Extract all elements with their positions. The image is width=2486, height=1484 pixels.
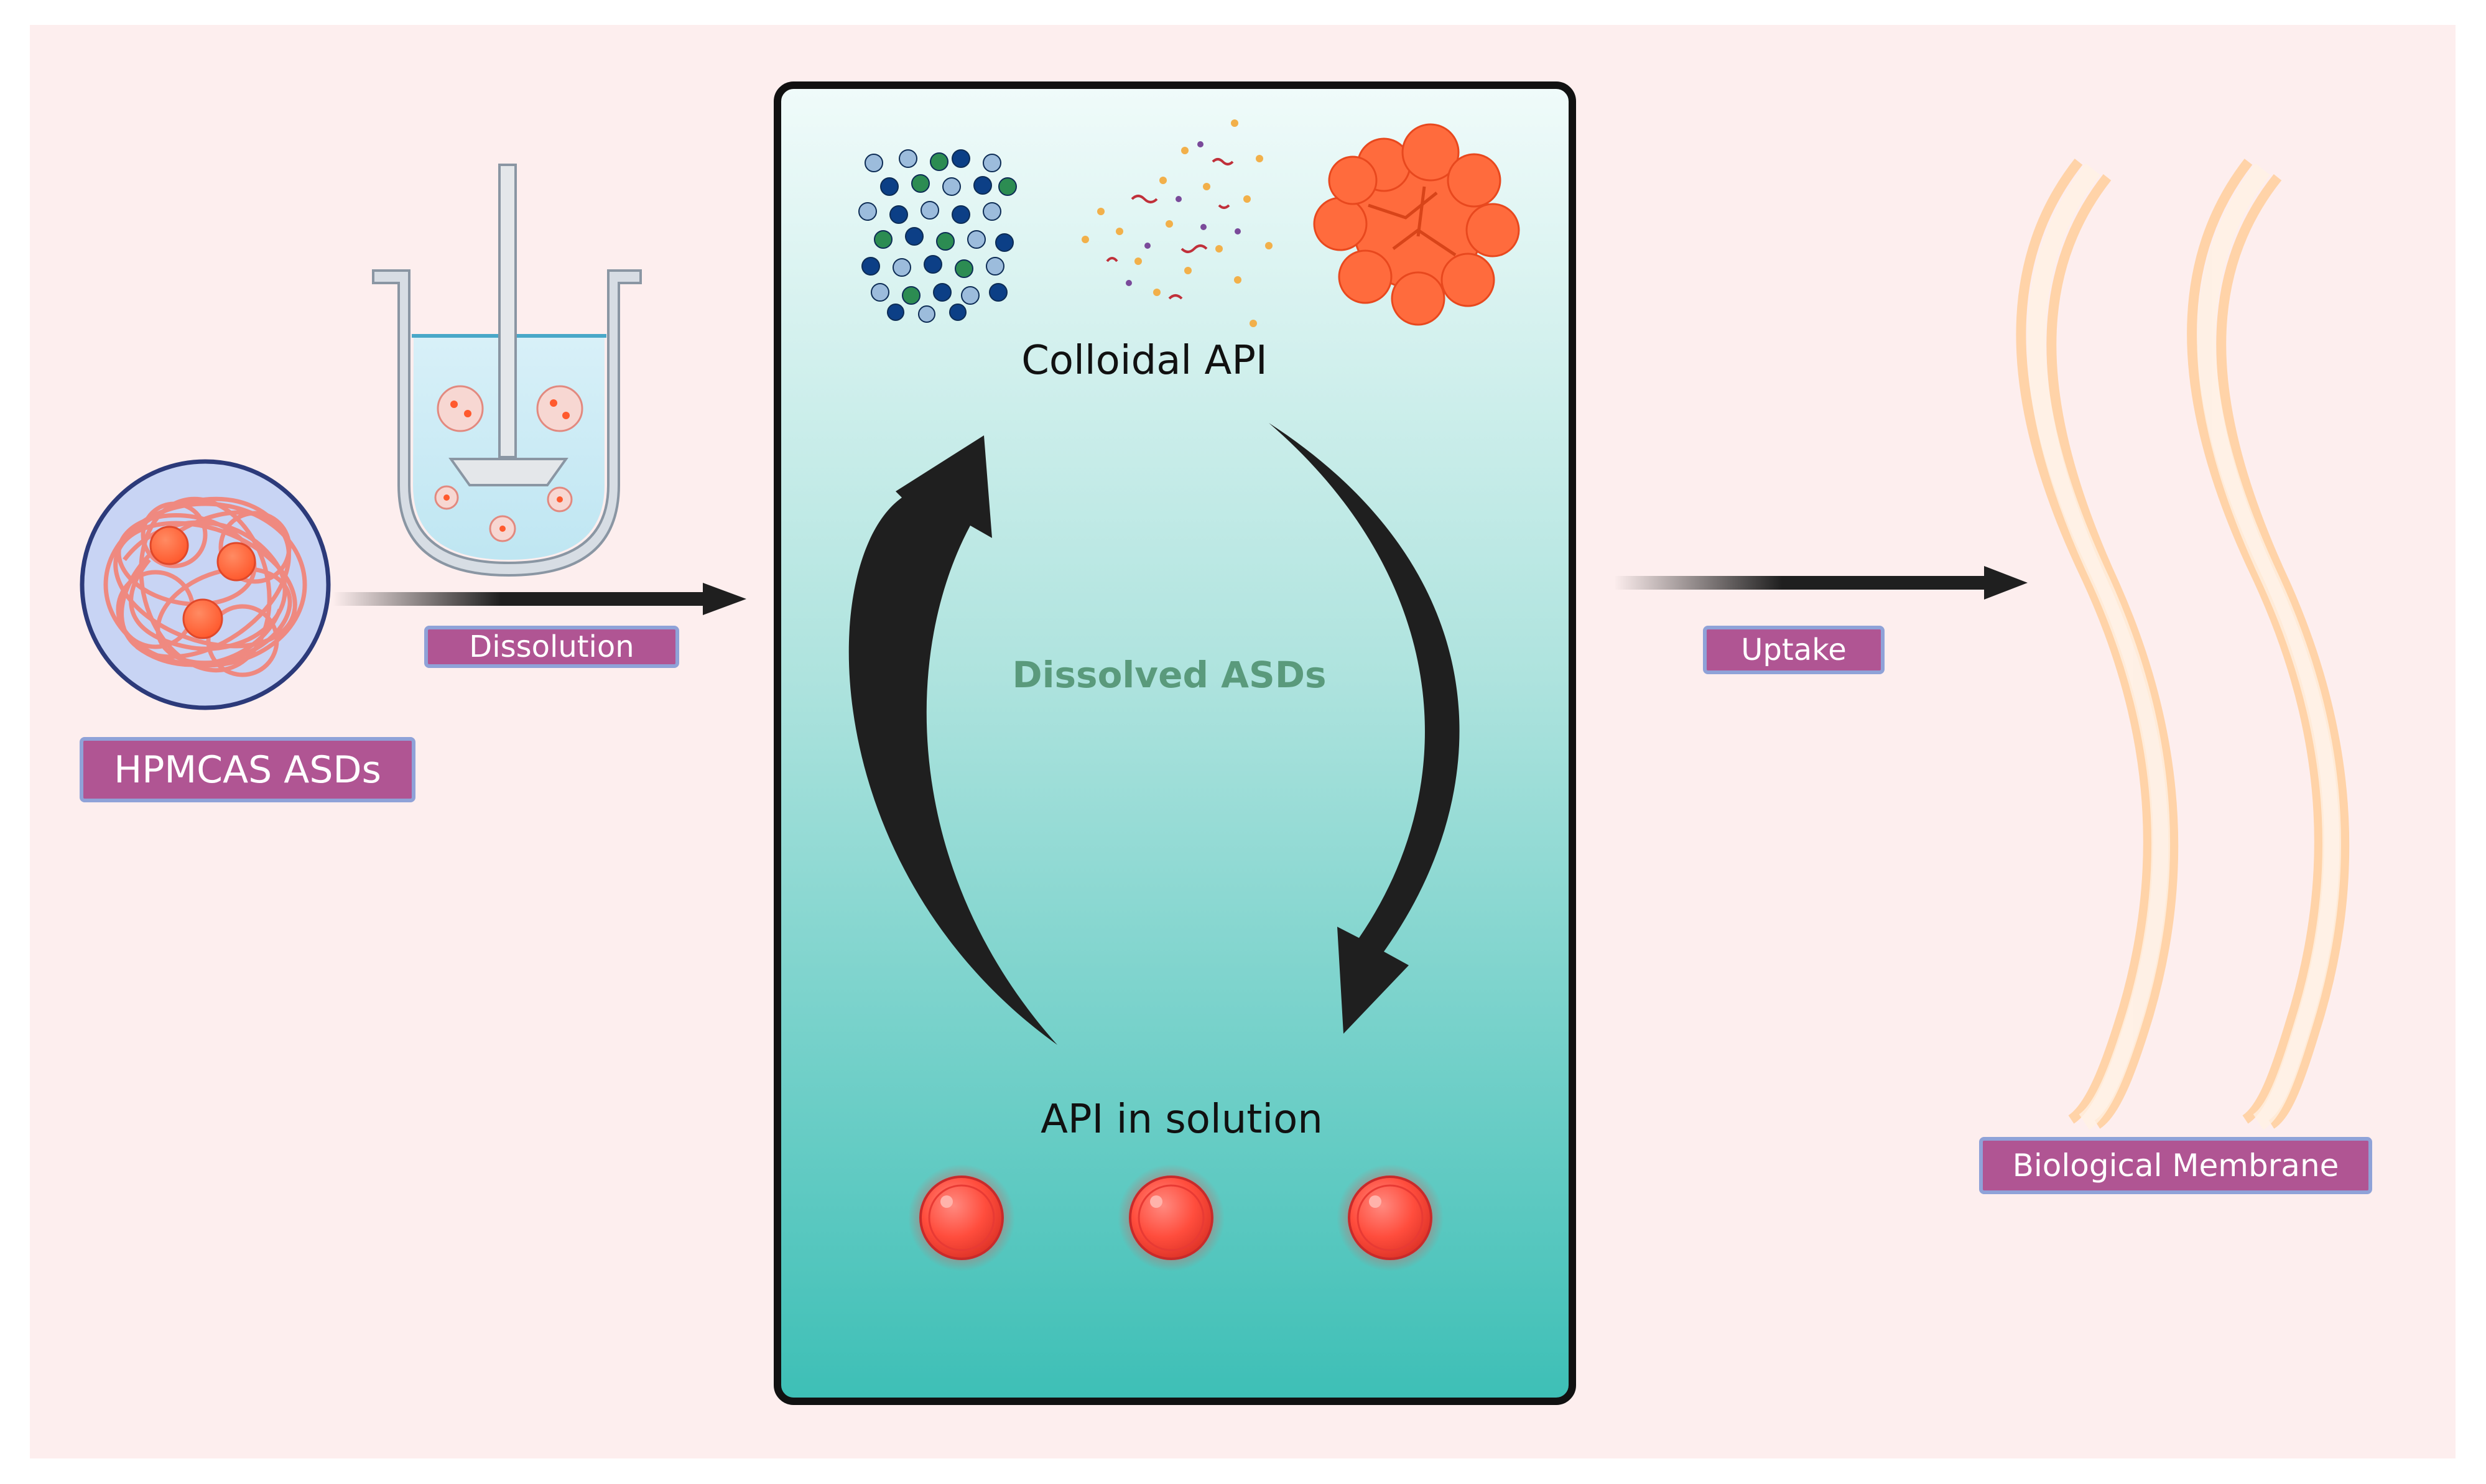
uptake-arrow xyxy=(1614,566,2028,600)
molecule-cluster-icon xyxy=(858,149,1017,323)
cycle-arrow-down xyxy=(1269,423,1460,1034)
membrane-icon xyxy=(2016,159,2350,1129)
dissolution-arrow xyxy=(333,583,746,615)
hpmcas-label: HPMCAS ASDs xyxy=(80,737,415,802)
dissolved-asds-label: Dissolved ASDs xyxy=(1012,654,1327,696)
colloidal-api-label: Colloidal API xyxy=(1021,338,1268,384)
scattered-particles-icon xyxy=(1082,119,1273,327)
solution-panel xyxy=(774,81,1576,1405)
api-droplet xyxy=(182,598,223,639)
api-in-solution-label: API in solution xyxy=(1041,1097,1323,1143)
api-droplet xyxy=(149,526,189,565)
aggregate-blob-icon xyxy=(1313,123,1520,326)
api-sphere-icon xyxy=(908,1164,1015,1271)
api-droplet xyxy=(216,542,256,582)
beaker-icon xyxy=(372,164,642,577)
api-sphere-icon xyxy=(1118,1164,1225,1271)
dissolution-label: Dissolution xyxy=(424,626,679,668)
biological-membrane-label: Biological Membrane xyxy=(1979,1137,2372,1194)
cycle-arrow-up xyxy=(848,435,1057,1045)
asd-particle-icon xyxy=(80,459,331,710)
uptake-label: Uptake xyxy=(1703,626,1885,674)
membrane-fill xyxy=(2026,163,2341,1130)
api-sphere-icon xyxy=(1337,1164,1444,1271)
